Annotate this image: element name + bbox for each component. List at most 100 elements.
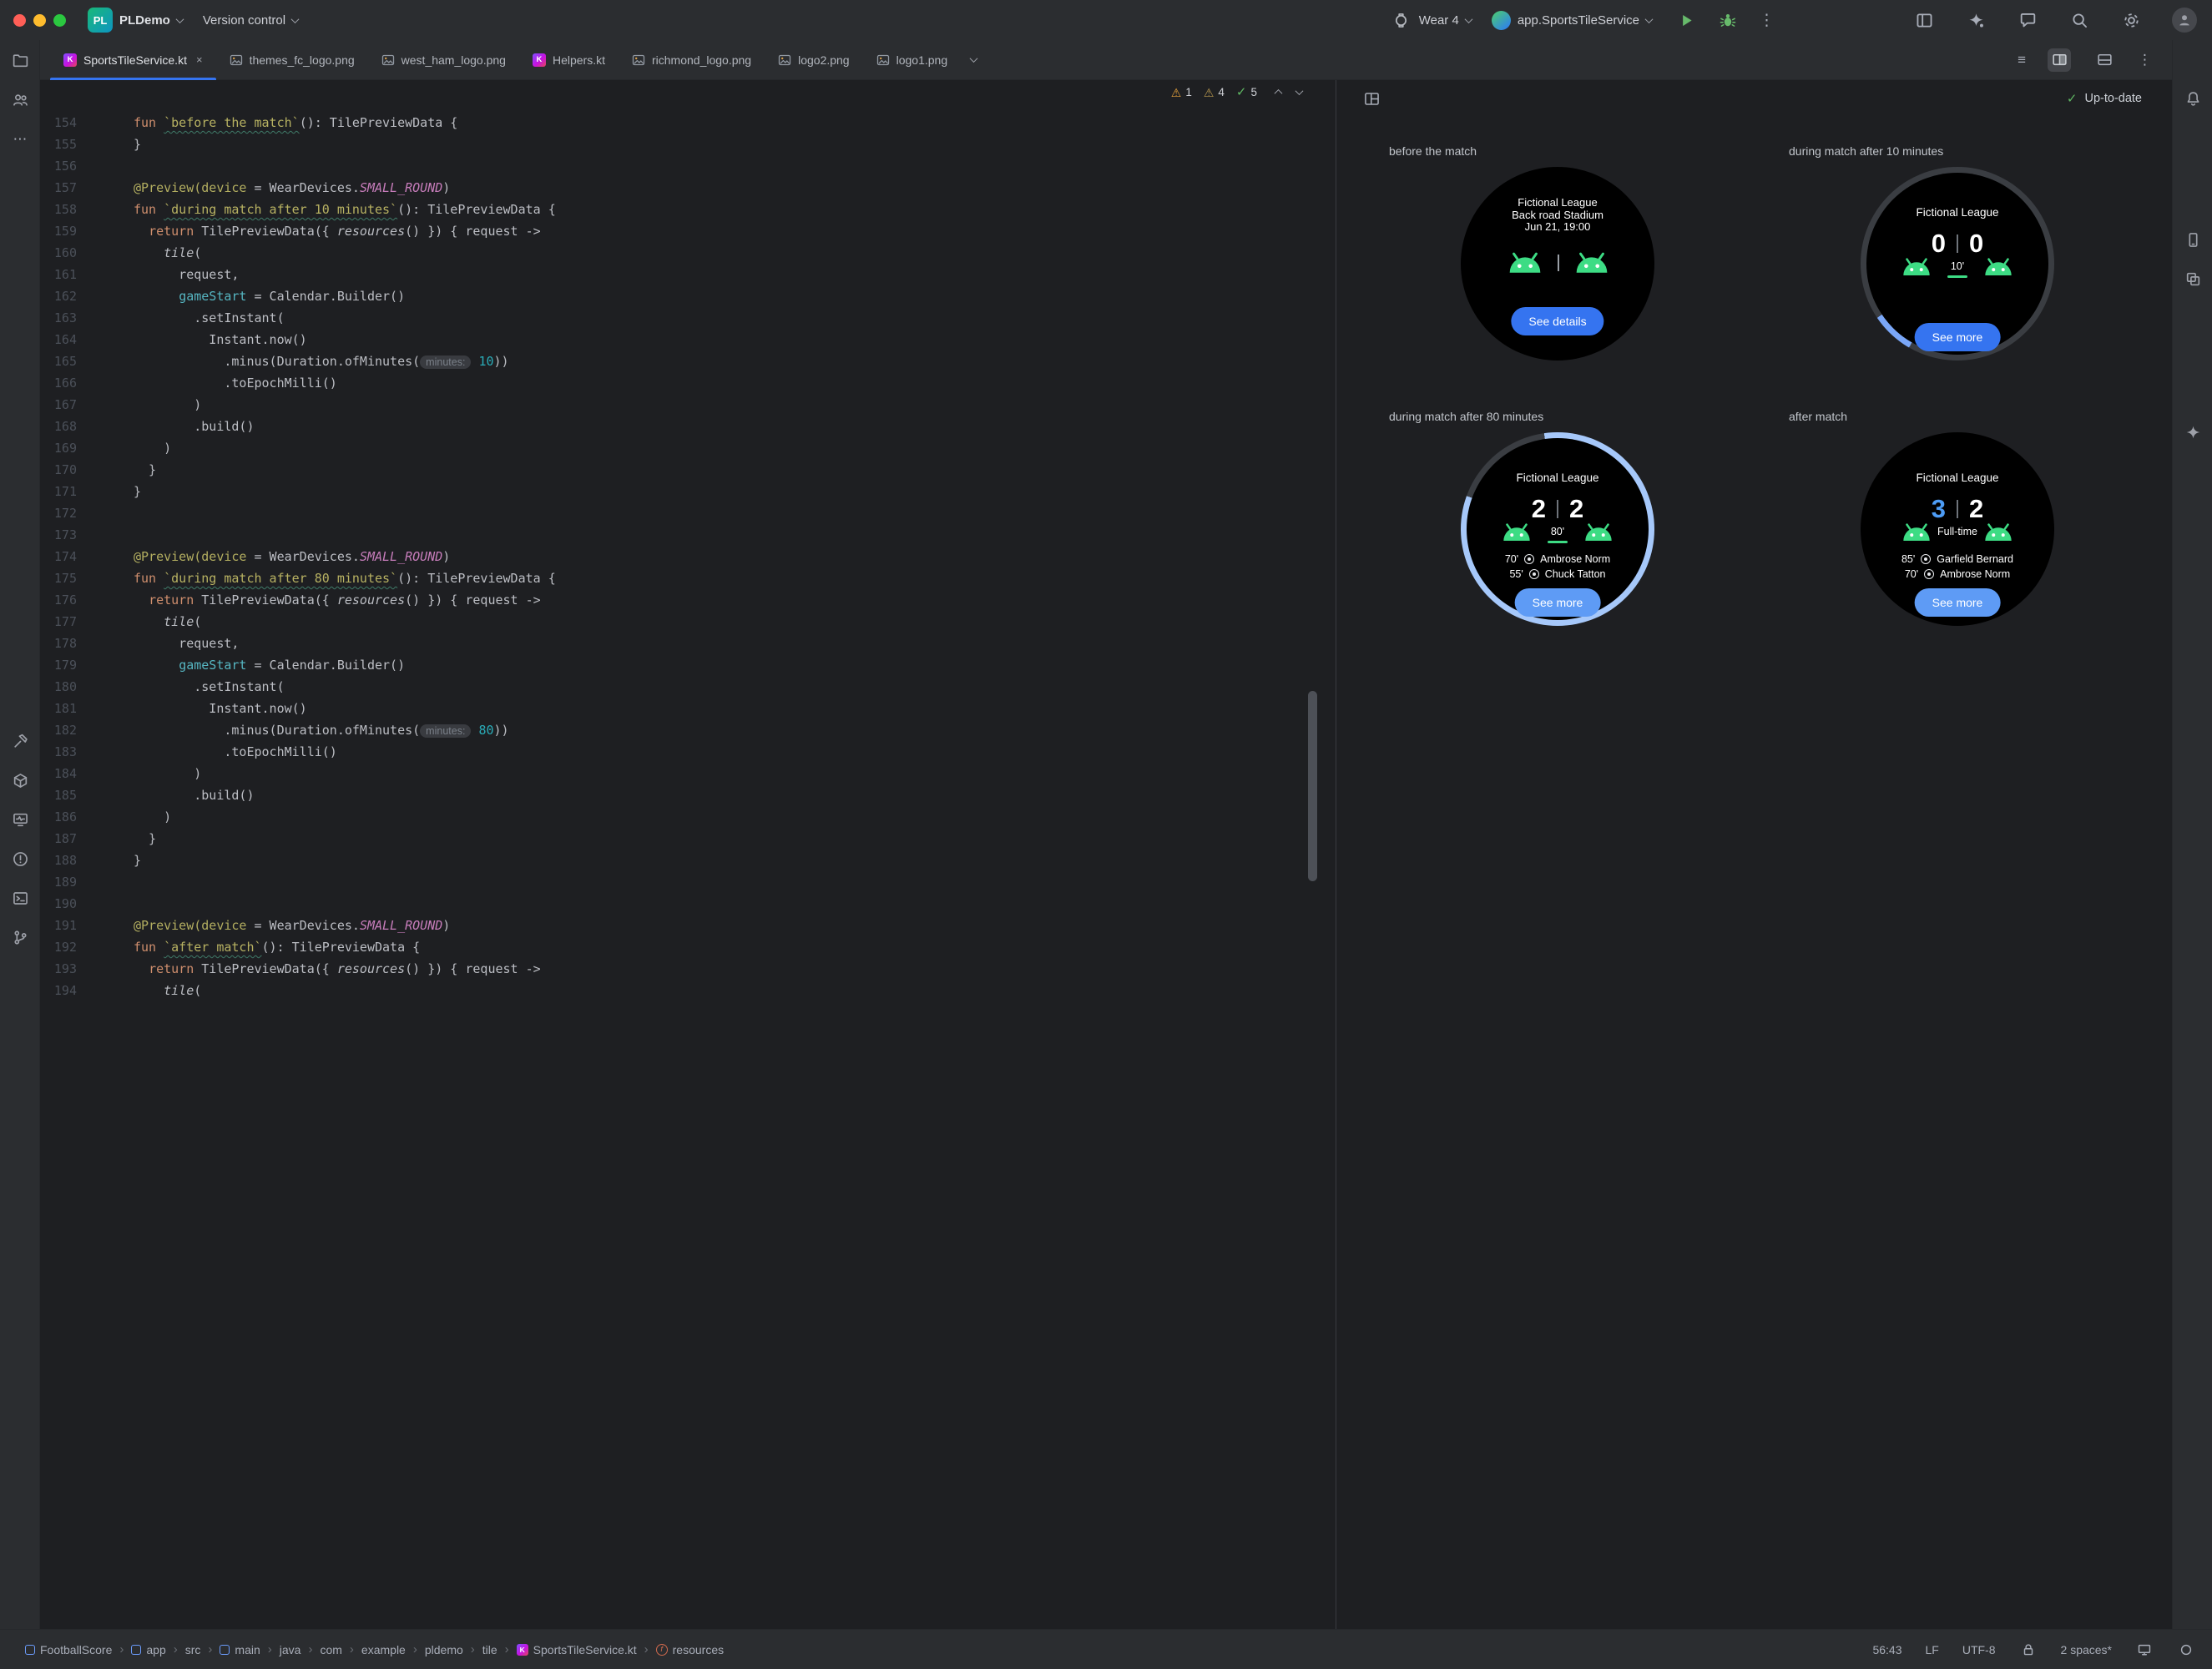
editor-tab[interactable]: logo2.png <box>765 40 863 79</box>
line-number[interactable]: 173 <box>53 527 77 542</box>
code-line[interactable]: 189 <box>40 871 1336 893</box>
code-line[interactable]: 190 <box>40 893 1336 915</box>
editor-options-kebab-icon[interactable]: ⋮ <box>2138 52 2152 68</box>
minimize-window-button[interactable] <box>33 13 46 27</box>
line-number[interactable]: 176 <box>53 592 77 608</box>
code-line[interactable]: 187 } <box>40 828 1336 850</box>
indent-setting[interactable]: 2 spaces* <box>2060 1642 2112 1656</box>
code-line[interactable]: 173 <box>40 524 1336 546</box>
line-number[interactable]: 192 <box>53 940 77 955</box>
code-line[interactable]: 193 return TilePreviewData({ resources()… <box>40 958 1336 980</box>
line-number[interactable]: 194 <box>53 983 77 998</box>
line-number[interactable]: 170 <box>53 462 77 477</box>
lock-icon[interactable] <box>2019 1641 2038 1659</box>
line-number[interactable]: 189 <box>53 875 77 890</box>
code-line[interactable]: 159 return TilePreviewData({ resources()… <box>40 220 1336 242</box>
code-line[interactable]: 182 .minus(Duration.ofMinutes(minutes: 8… <box>40 719 1336 741</box>
line-number[interactable]: 178 <box>53 636 77 651</box>
code-line[interactable]: 162 gameStart = Calendar.Builder() <box>40 285 1336 307</box>
line-number[interactable]: 175 <box>53 571 77 586</box>
breadcrumb-item[interactable]: src <box>185 1643 201 1656</box>
code-line[interactable]: 157@Preview(device = WearDevices.SMALL_R… <box>40 177 1336 199</box>
code-line[interactable]: 164 Instant.now() <box>40 329 1336 350</box>
editor-tab[interactable]: logo1.png <box>863 40 962 79</box>
more-tools-icon[interactable]: ⋯ <box>13 130 28 147</box>
notifications-bell-icon[interactable] <box>2179 84 2207 113</box>
device-selector[interactable]: Wear 4 <box>1381 5 1482 35</box>
project-widget[interactable]: PL PLDemo <box>78 5 193 35</box>
breadcrumb-item[interactable]: com <box>320 1643 341 1656</box>
code-line[interactable]: 181 Instant.now() <box>40 698 1336 719</box>
line-number[interactable]: 159 <box>53 224 77 239</box>
running-devices-icon[interactable] <box>2179 225 2207 254</box>
settings-icon[interactable] <box>2120 9 2142 31</box>
editor-tab[interactable]: themes_fc_logo.png <box>216 40 368 79</box>
line-number[interactable]: 169 <box>53 441 77 456</box>
line-number[interactable]: 157 <box>53 180 77 195</box>
editor-tab[interactable]: west_ham_logo.png <box>368 40 519 79</box>
user-avatar[interactable] <box>2172 8 2197 33</box>
watch-button[interactable]: See more <box>1514 588 1601 617</box>
line-number[interactable]: 164 <box>53 332 77 347</box>
tool-windows-icon[interactable] <box>1913 9 1935 31</box>
next-problem-icon[interactable] <box>1295 87 1304 96</box>
code-line[interactable]: 179 gameStart = Calendar.Builder() <box>40 654 1336 676</box>
screen-share-icon[interactable] <box>2135 1641 2154 1659</box>
breadcrumb-item[interactable]: app <box>131 1643 166 1656</box>
profiler-icon[interactable] <box>6 805 34 834</box>
code-line[interactable]: 166 .toEpochMilli() <box>40 372 1336 394</box>
vcs-widget[interactable]: Version control <box>193 5 308 35</box>
code-line[interactable]: 174@Preview(device = WearDevices.SMALL_R… <box>40 546 1336 567</box>
code-line[interactable]: 184 ) <box>40 763 1336 784</box>
warnings-count[interactable]: ⚠1 <box>1171 86 1192 98</box>
fullscreen-window-button[interactable] <box>53 13 66 27</box>
code-line[interactable]: 168 .build() <box>40 416 1336 437</box>
line-number[interactable]: 174 <box>53 549 77 564</box>
code-line[interactable]: 183 .toEpochMilli() <box>40 741 1336 763</box>
line-number[interactable]: 190 <box>53 896 77 911</box>
code-line[interactable]: 161 request, <box>40 264 1336 285</box>
close-window-button[interactable] <box>13 13 26 27</box>
watch-button[interactable]: See details <box>1511 307 1604 335</box>
breadcrumb-item[interactable]: pldemo <box>425 1643 463 1656</box>
split-editor-icon[interactable] <box>2048 48 2071 72</box>
editor-scrollbar[interactable] <box>1308 691 1317 881</box>
weak-warnings-count[interactable]: ⚠4 <box>1204 86 1225 98</box>
editor-list-icon[interactable]: ≡ <box>2018 52 2026 68</box>
line-number[interactable]: 179 <box>53 658 77 673</box>
line-number[interactable]: 180 <box>53 679 77 694</box>
watch-button[interactable]: See more <box>1914 588 2001 617</box>
code-line[interactable]: 167 ) <box>40 394 1336 416</box>
line-number[interactable]: 184 <box>53 766 77 781</box>
version-control-icon[interactable] <box>6 923 34 951</box>
dependencies-icon[interactable] <box>6 766 34 794</box>
breadcrumb-item[interactable]: tile <box>482 1643 497 1656</box>
line-number[interactable]: 163 <box>53 310 77 325</box>
previous-problem-icon[interactable] <box>1274 88 1283 98</box>
line-number[interactable]: 155 <box>53 137 77 152</box>
device-explorer-icon[interactable] <box>2179 265 2207 293</box>
code-line[interactable]: 165 .minus(Duration.ofMinutes(minutes: 1… <box>40 350 1336 372</box>
build-icon[interactable] <box>6 727 34 755</box>
line-number[interactable]: 183 <box>53 744 77 759</box>
hidden-tabs-chevron[interactable] <box>961 40 987 79</box>
line-number[interactable]: 154 <box>53 115 77 130</box>
line-number[interactable]: 165 <box>53 354 77 369</box>
code-line[interactable]: 156 <box>40 155 1336 177</box>
breadcrumb-item[interactable]: FootballScore <box>25 1643 112 1656</box>
line-number[interactable]: 191 <box>53 918 77 933</box>
line-number[interactable]: 193 <box>53 961 77 976</box>
status-indicator-icon[interactable] <box>2177 1641 2195 1659</box>
problems-icon[interactable] <box>6 845 34 873</box>
line-number[interactable]: 158 <box>53 202 77 217</box>
line-number[interactable]: 168 <box>53 419 77 434</box>
line-number[interactable]: 185 <box>53 788 77 803</box>
tab-close-icon[interactable]: × <box>195 53 203 66</box>
